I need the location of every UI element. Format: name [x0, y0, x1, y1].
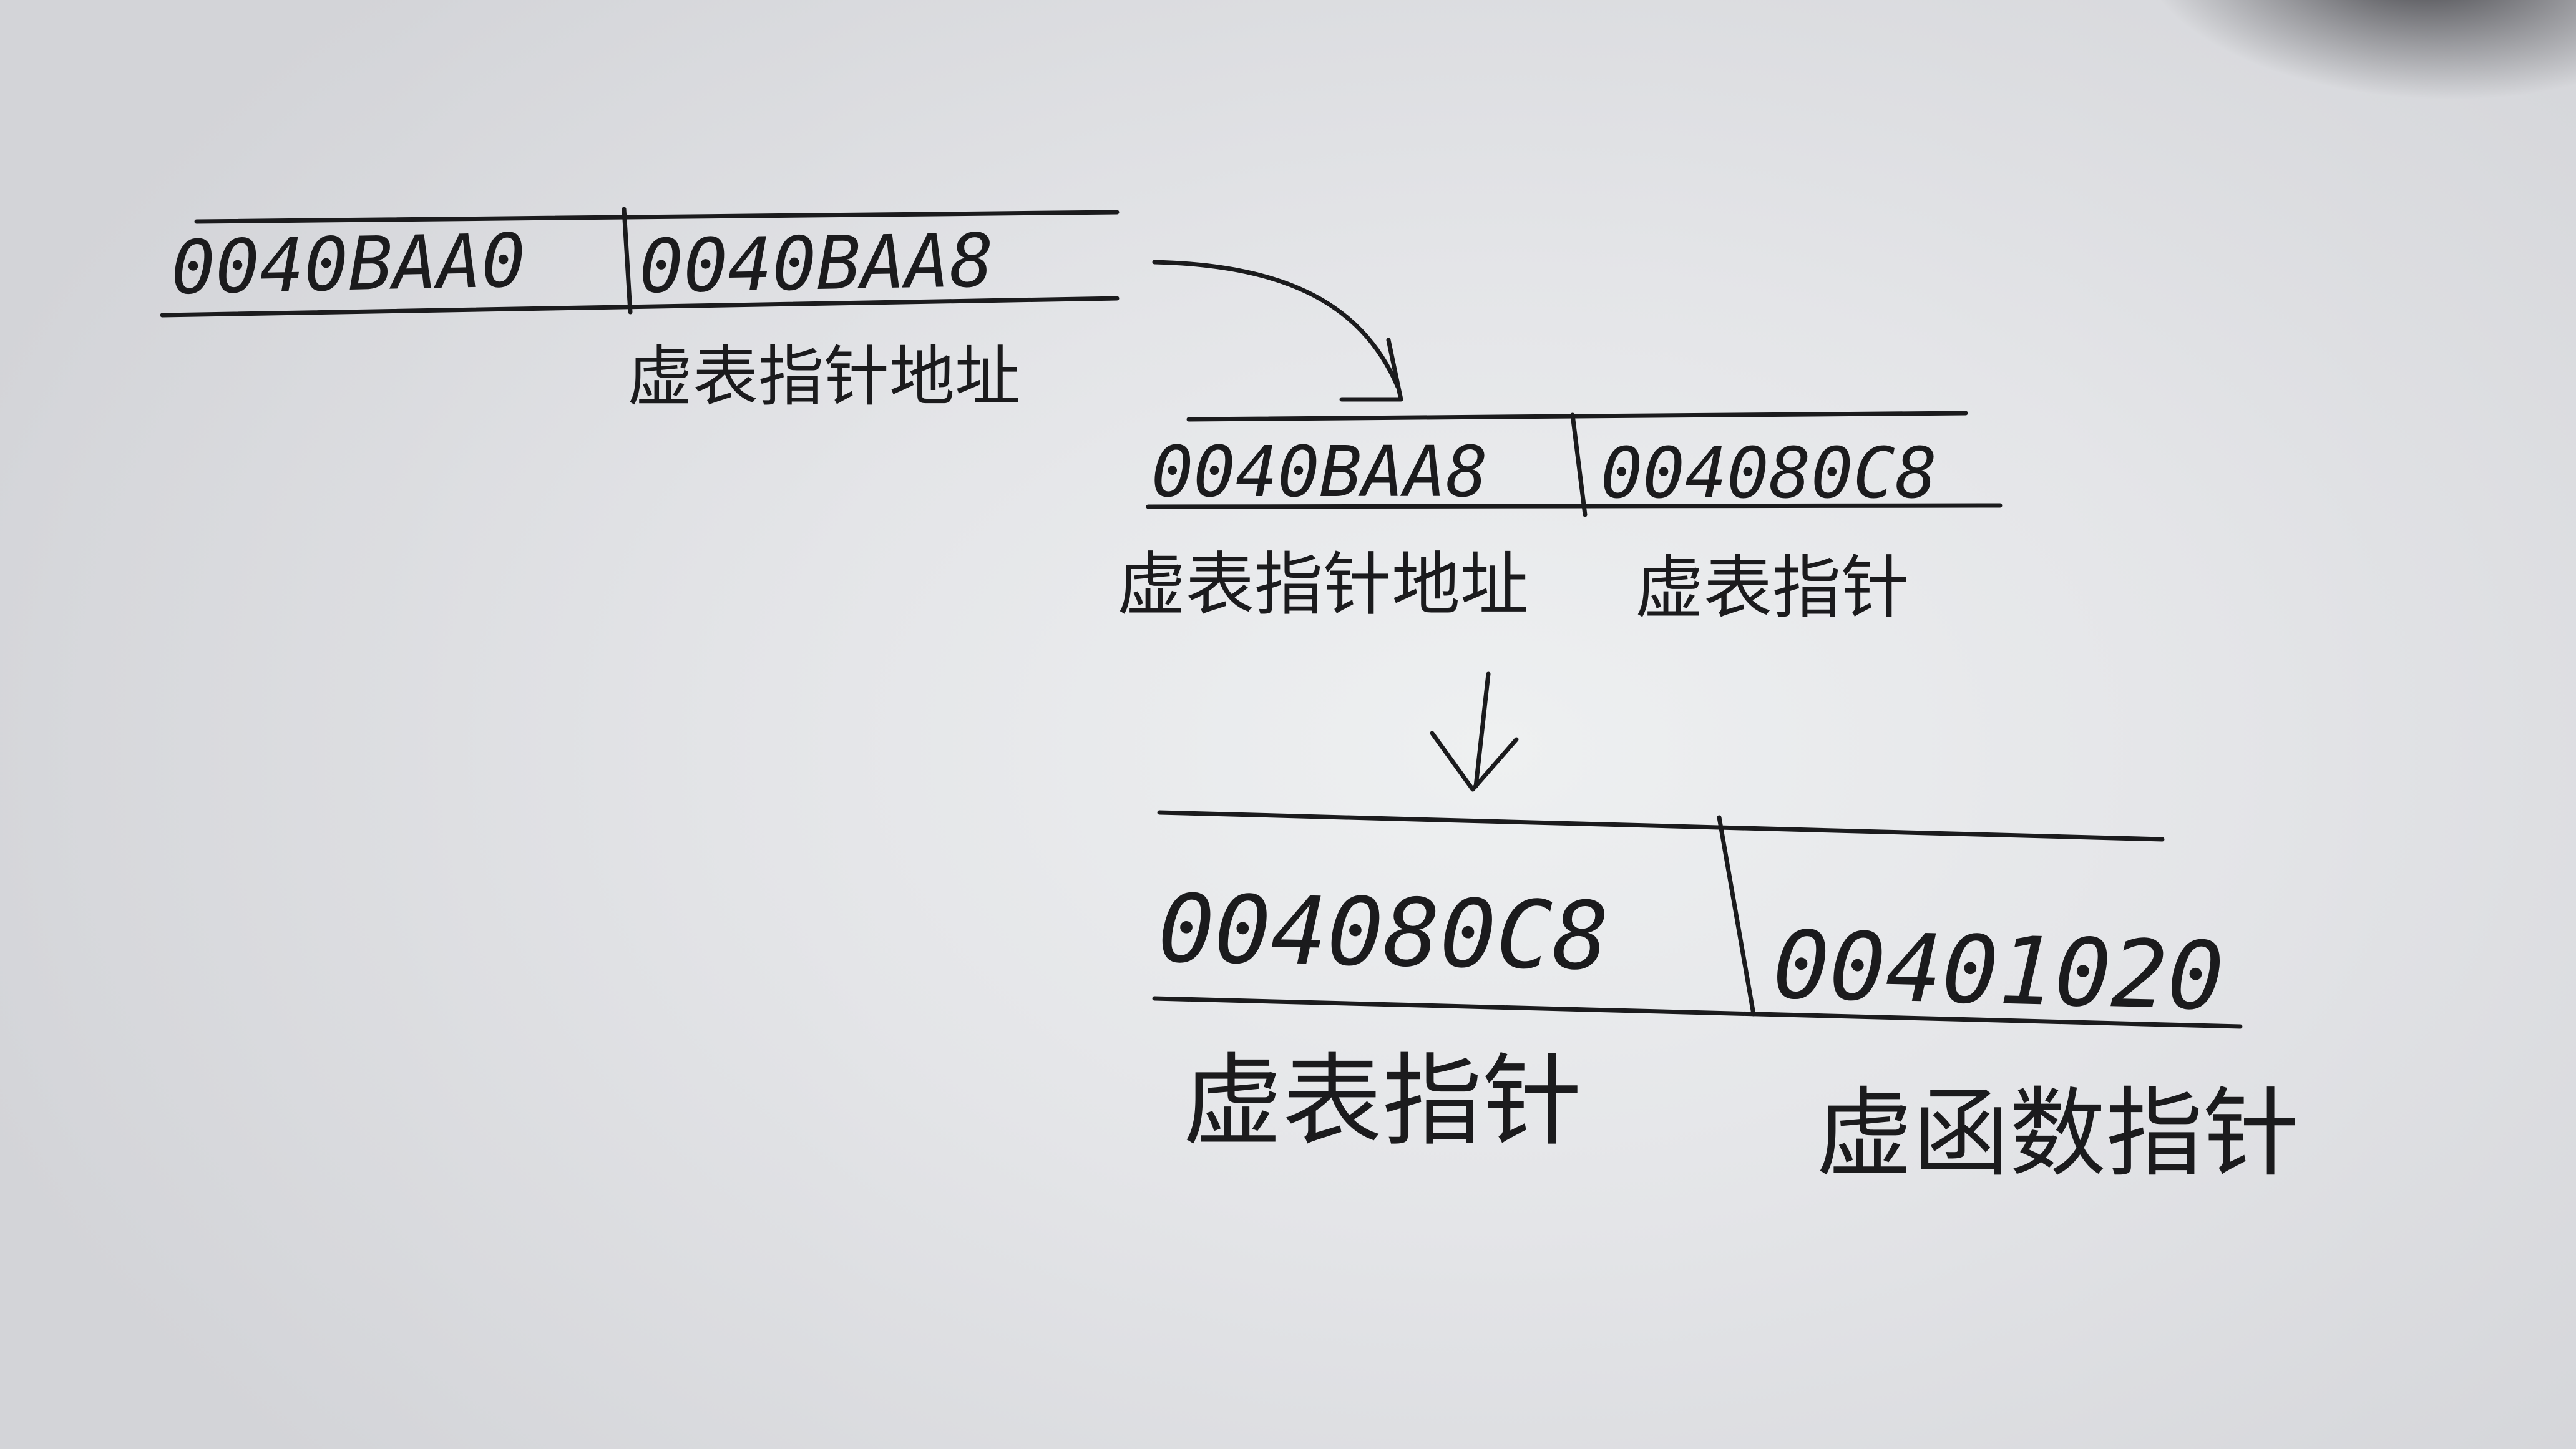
row3-cell-left: 004080C8	[1157, 875, 1609, 992]
curved-arrow-shaft	[1152, 260, 1400, 389]
down-arrow-head	[1430, 731, 1519, 792]
row1-divider	[622, 207, 633, 315]
row2-label-right: 虚表指针	[1635, 548, 1910, 628]
row1-cell-right: 0040BAA8	[638, 217, 995, 310]
row1-bottom-line	[160, 296, 1120, 318]
row2-label-left: 虚表指针地址	[1117, 545, 1529, 625]
memory-row-1: 0040BAA0 0040BAA8 虚表指针地址	[160, 207, 1120, 415]
row3-top-line	[1157, 810, 2165, 842]
row3-bottom-line	[1152, 996, 2243, 1029]
row2-cell-left: 0040BAA8	[1151, 432, 1488, 513]
row3-divider	[1717, 815, 1756, 1017]
row3-label-left: 虚表指针	[1183, 1043, 1582, 1159]
row1-cell-left: 0040BAA0	[170, 217, 527, 311]
row3-label-right: 虚函数指针	[1816, 1077, 2300, 1190]
row2-bottom-line	[1146, 503, 2003, 509]
row2-divider	[1570, 412, 1588, 517]
arrow-row2-to-row3	[1430, 671, 1519, 792]
memory-row-2: 0040BAA8 004080C8 虚表指针地址 虚表指针	[1117, 411, 2003, 628]
memory-row-3: 004080C8 00401020 虚表指针 虚函数指针	[1152, 810, 2300, 1190]
row2-cell-right: 004080C8	[1601, 433, 1937, 514]
down-arrow-shaft	[1473, 671, 1491, 789]
row3-cell-right: 00401020	[1772, 911, 2225, 1032]
row1-top-line	[194, 210, 1120, 224]
arrow-row1-to-row2	[1152, 260, 1403, 402]
row1-label-right: 虚表指针地址	[627, 339, 1020, 415]
curved-arrow-head	[1339, 338, 1403, 402]
row2-top-line	[1186, 411, 1968, 422]
